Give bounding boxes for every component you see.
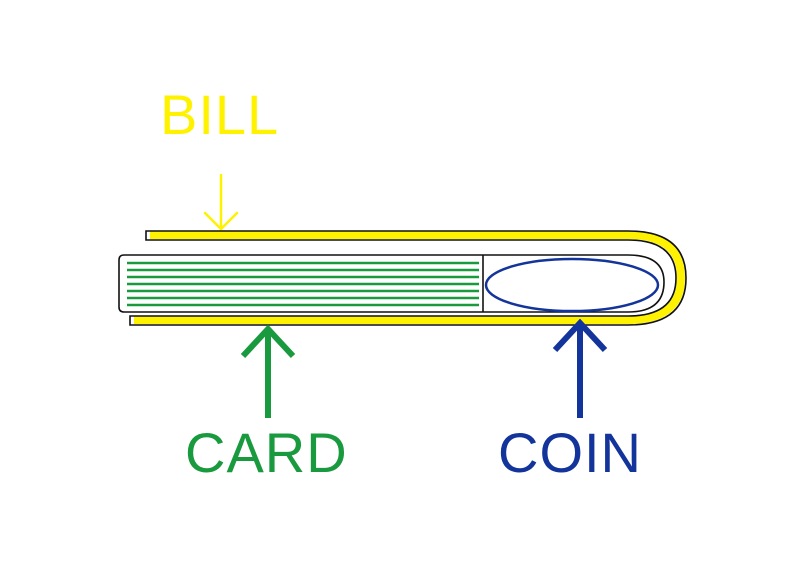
coin-arrow-up-icon bbox=[552, 318, 608, 418]
bill-arrow-down-icon bbox=[203, 173, 239, 231]
coin-label: COIN bbox=[498, 421, 642, 484]
card-label: CARD bbox=[185, 421, 348, 484]
wallet-outer-outline bbox=[129, 230, 687, 326]
bill-fold bbox=[134, 231, 685, 324]
card-lines bbox=[127, 261, 479, 307]
bill-label: BILL bbox=[160, 83, 279, 146]
coin-shape bbox=[484, 257, 660, 313]
card-arrow-up-icon bbox=[240, 324, 296, 418]
